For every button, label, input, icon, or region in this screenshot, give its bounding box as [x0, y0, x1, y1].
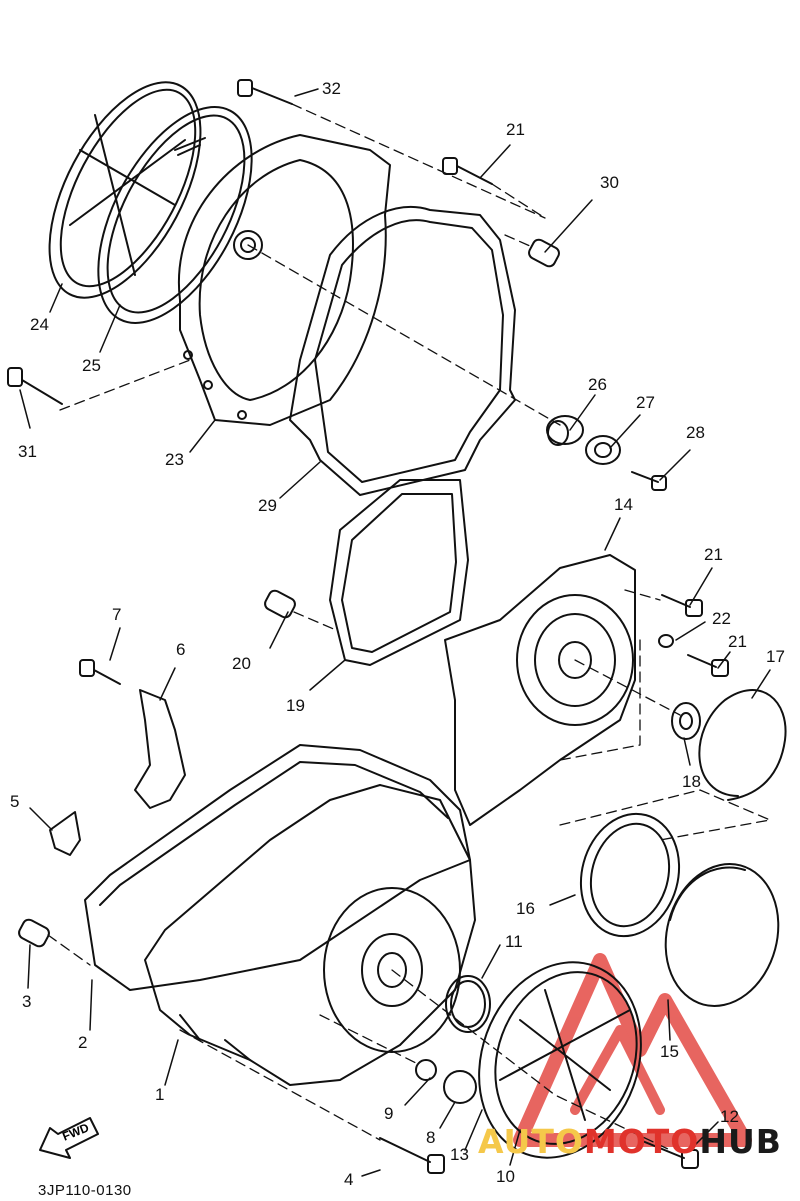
- callout-17: 17: [766, 647, 785, 666]
- part-4-bolt: [379, 1137, 445, 1174]
- part-32-bolt: [7, 367, 63, 405]
- part-18-seal: [671, 702, 701, 740]
- part-3-dowel: [18, 918, 50, 948]
- callout-33: 32: [322, 79, 341, 98]
- part-14-cover: [444, 554, 636, 826]
- watermark-part1: AUTO: [478, 1122, 584, 1161]
- callout-31: 30: [600, 173, 619, 192]
- part-30-gasket: [289, 206, 516, 496]
- part-31-dowel: [528, 238, 560, 268]
- part-21-bolt-upper: [661, 594, 703, 617]
- callout-28: 27: [636, 393, 655, 412]
- part-29-bolt: [631, 471, 667, 491]
- part-20-dowel: [264, 589, 296, 619]
- watermark-triangle: [513, 953, 752, 1147]
- watermark-text: AUTOMOTOHUB: [478, 1122, 782, 1161]
- leader-lines-middle: [293, 589, 681, 761]
- callout-24: 23: [165, 450, 184, 469]
- callout-21-upper: 21: [704, 545, 723, 564]
- callout-8: 8: [426, 1128, 436, 1147]
- part-16-gasket: [579, 812, 681, 938]
- callout-10: 10: [496, 1167, 515, 1186]
- callout-1: 1: [155, 1085, 165, 1104]
- callout-4: 4: [344, 1170, 354, 1189]
- callout-32: 31: [18, 442, 37, 461]
- fwd-arrow-icon: [39, 1117, 99, 1159]
- callout-leaders: [19, 88, 771, 1177]
- callout-25: 24: [30, 315, 49, 334]
- callout-5: 5: [10, 792, 20, 811]
- callout-27: 26: [588, 375, 607, 394]
- part-2-gasket: [84, 744, 471, 991]
- part-10-cover: [478, 961, 642, 1159]
- callout-26: 25: [82, 356, 101, 375]
- callout-19: 19: [286, 696, 305, 715]
- callout-15: 15: [660, 1042, 679, 1061]
- callout-21-lower: 21: [728, 632, 747, 651]
- callout-14: 14: [614, 495, 633, 514]
- callout-11: 11: [505, 932, 523, 951]
- part-1-crankcase-cover: [144, 784, 476, 1086]
- diagram-code: 3JP110-0130: [38, 1182, 132, 1199]
- part-9-o-ring: [415, 1059, 437, 1081]
- callout-30: 29: [258, 496, 277, 515]
- part-25-cover: [48, 81, 202, 299]
- part-27-collar: [546, 415, 584, 446]
- part-24-crankcase-cover: [177, 134, 391, 426]
- part-11-o-ring: [445, 975, 491, 1033]
- part-15-cover: [664, 863, 780, 1007]
- callout-3: 3: [22, 992, 32, 1011]
- callout-2: 2: [78, 1033, 88, 1052]
- part-26-gasket: [97, 106, 253, 324]
- part-5-clamp: [49, 811, 81, 856]
- callout-9: 9: [384, 1104, 394, 1123]
- part-22-o-ring: [658, 634, 674, 648]
- callout-23: 21: [506, 120, 525, 139]
- part-28-seal: [585, 435, 621, 465]
- callout-29: 28: [686, 423, 705, 442]
- leader-lines-top: [59, 103, 561, 426]
- callout-6: 6: [176, 640, 186, 659]
- watermark-part2: MOTO: [583, 1122, 700, 1161]
- part-7-bolt: [79, 659, 121, 685]
- callout-22: 22: [712, 609, 731, 628]
- callout-7: 7: [112, 605, 122, 624]
- leader-lines-bottom: [47, 789, 771, 1151]
- part-21-bolt-lower: [687, 654, 729, 677]
- part-8-plug: [443, 1070, 477, 1104]
- callout-16: 16: [516, 899, 535, 918]
- part-17-snap-ring: [698, 689, 787, 801]
- watermark-part3: HUB: [699, 1122, 782, 1161]
- part-6-bracket: [134, 689, 186, 809]
- part-33-bolt: [237, 79, 293, 105]
- callout-13: 13: [450, 1145, 469, 1164]
- part-23-bolt: [442, 157, 493, 185]
- callout-20: 20: [232, 654, 251, 673]
- part-19-gasket: [329, 479, 469, 666]
- callout-18: 18: [682, 772, 701, 791]
- callout-12: 12: [720, 1107, 739, 1126]
